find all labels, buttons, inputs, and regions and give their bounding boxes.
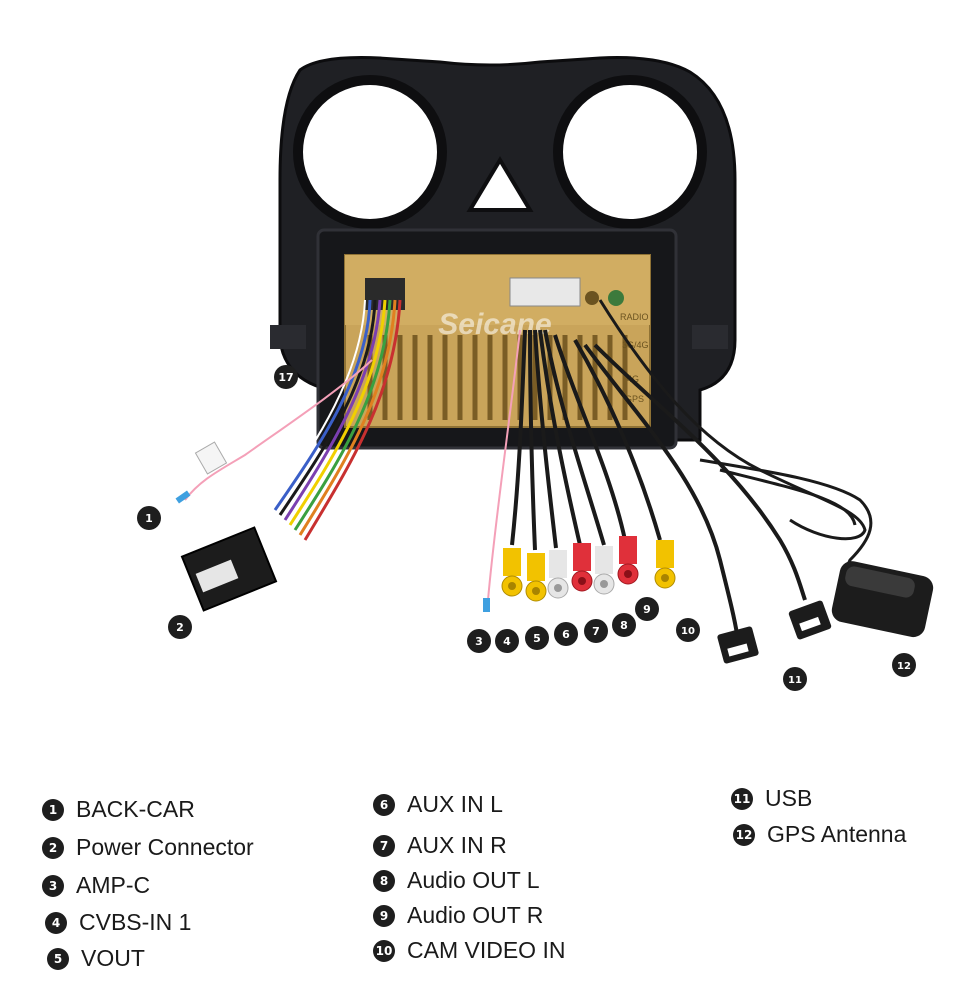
legend-item-aux-in-l: 6 AUX IN L <box>373 791 503 818</box>
watermark-text: Seicane <box>438 308 551 341</box>
svg-text:2: 2 <box>176 621 184 634</box>
callout-11: 11 <box>783 667 807 691</box>
legend-item-vout: 5 VOUT <box>47 945 145 972</box>
svg-text:1: 1 <box>145 512 153 525</box>
panel-label-3g4g: 3G/4G <box>622 340 649 350</box>
legend-label: CAM VIDEO IN <box>407 937 566 963</box>
legend-badge: 6 <box>373 793 395 816</box>
legend-label: VOUT <box>81 945 145 971</box>
svg-text:12: 12 <box>897 661 911 672</box>
legend-label: Audio OUT L <box>407 867 540 893</box>
legend-badge: 2 <box>42 836 64 859</box>
svg-text:17: 17 <box>278 371 293 384</box>
legend-badge: 10 <box>373 939 395 962</box>
callout-8: 8 <box>612 613 636 637</box>
legend-label: USB <box>765 785 813 811</box>
callout-7: 7 <box>584 619 608 643</box>
legend-label: AUX IN R <box>407 832 507 858</box>
legend-badge: 5 <box>47 947 69 970</box>
callout-12: 12 <box>892 653 916 677</box>
amp-c-tip <box>483 598 490 612</box>
usb-plug-1-port <box>727 643 749 657</box>
rca-cable-bundle <box>510 329 662 551</box>
callout-5: 5 <box>525 626 549 650</box>
usb-cables <box>583 343 807 641</box>
rca-plugs <box>501 536 676 602</box>
legend-item-gps-antenna: 12 GPS Antenna <box>733 821 906 848</box>
power-connector <box>180 526 278 612</box>
legend-badge: 7 <box>373 834 395 857</box>
svg-text:6: 6 <box>562 628 570 641</box>
svg-text:4: 4 <box>503 635 511 648</box>
back-car-wire <box>184 359 373 501</box>
svg-text:9: 9 <box>643 603 651 616</box>
back-car-tip <box>175 490 191 504</box>
legend-item-back-car: 1 BACK-CAR <box>42 796 195 823</box>
svg-text:7: 7 <box>592 625 600 638</box>
legend-badge: 8 <box>373 869 395 892</box>
legend-badge: 12 <box>733 823 755 846</box>
svg-text:11: 11 <box>788 675 802 686</box>
legend-item-audio-out-l: 8 Audio OUT L <box>373 867 540 894</box>
legend-badge: 1 <box>42 798 64 821</box>
back-car-tag <box>194 441 228 475</box>
callout-4: 4 <box>495 629 519 653</box>
gps-antenna <box>831 561 934 638</box>
legend-item-amp-c: 3 AMP-C <box>42 872 150 899</box>
callout-6: 6 <box>554 622 578 646</box>
legend-badge: 9 <box>373 904 395 927</box>
panel-label-gps: GPS <box>625 394 644 404</box>
legend-item-cvbs-in-1: 4 CVBS-IN 1 <box>45 909 191 936</box>
legend-badge: 11 <box>731 787 753 810</box>
legend-item-aux-in-r: 7 AUX IN R <box>373 832 507 859</box>
callout-2: 2 <box>168 615 192 639</box>
legend-label: BACK-CAR <box>76 796 195 822</box>
legend-item-power-connector: 2 Power Connector <box>42 834 254 861</box>
legend-label: CVBS-IN 1 <box>79 909 192 935</box>
legend-label: Power Connector <box>76 834 254 860</box>
legend-item-usb: 11 USB <box>731 785 812 812</box>
callout-1: 1 <box>137 506 161 530</box>
panel-label-radio: RADIO <box>620 312 649 322</box>
svg-text:8: 8 <box>620 619 628 632</box>
legend-badge: 4 <box>45 911 67 934</box>
legend-label: GPS Antenna <box>767 821 907 847</box>
svg-text:5: 5 <box>533 632 541 645</box>
amp-c-wire <box>487 329 521 601</box>
product-photo: Seicane RADIO 3G/4G 4G GPS <box>137 56 934 691</box>
legend-item-audio-out-r: 9 Audio OUT R <box>373 902 543 929</box>
legend-label: Audio OUT R <box>407 902 544 928</box>
callout-9: 9 <box>635 597 659 621</box>
callout-10: 10 <box>676 618 700 642</box>
callout-17: 17 <box>274 365 298 389</box>
usb-plug-2-port <box>799 616 821 632</box>
legend-label: AMP-C <box>76 872 151 898</box>
wiring-harness <box>269 299 402 541</box>
legend-label: AUX IN L <box>407 791 503 817</box>
legend-badge: 3 <box>42 874 64 897</box>
legend-item-cam-video-in: 10 CAM VIDEO IN <box>373 937 565 964</box>
callout-3: 3 <box>467 629 491 653</box>
svg-text:3: 3 <box>475 635 483 648</box>
callout-markers: 17 1 2 3 4 5 6 7 8 9 10 11 12 <box>137 365 916 691</box>
usb-plug-1 <box>717 626 759 664</box>
svg-text:10: 10 <box>681 626 695 637</box>
